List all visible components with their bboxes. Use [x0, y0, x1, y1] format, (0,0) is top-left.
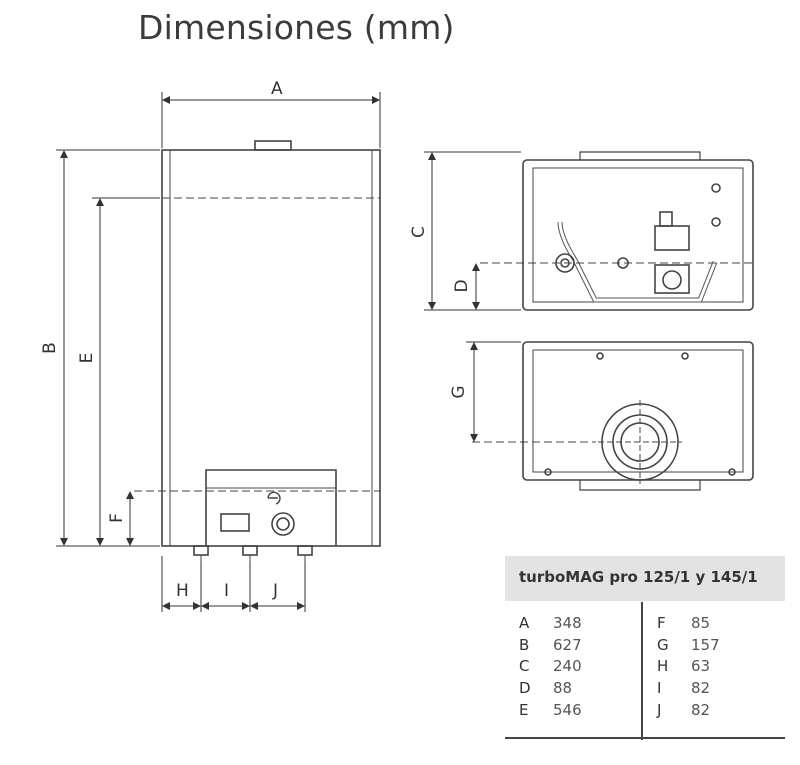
label-b: B: [40, 342, 60, 354]
row-key: D: [519, 679, 531, 697]
label-d: D: [452, 279, 472, 292]
row-value: 157: [691, 636, 720, 654]
gas-symbol-icon: [267, 491, 281, 505]
connection-j: [297, 545, 313, 556]
row-value: 348: [553, 614, 582, 632]
gas-valve: [654, 225, 690, 251]
row-value: 240: [553, 657, 582, 675]
dimensions-table: turboMAG pro 125/1 y 145/1 A 348 B 627 C…: [505, 556, 785, 740]
row-value: 82: [691, 679, 711, 697]
label-e: E: [77, 353, 97, 364]
connection-h: [193, 545, 209, 556]
row-key: B: [519, 636, 530, 654]
label-i: I: [224, 581, 229, 601]
bottom-view-outline: [522, 341, 754, 481]
display-window: [220, 513, 250, 532]
front-body-outline: [161, 149, 381, 547]
label-j: J: [272, 581, 278, 601]
control-knob: [271, 512, 295, 536]
connection-i: [242, 545, 258, 556]
table-title: turboMAG pro 125/1 y 145/1: [519, 568, 758, 586]
row-value: 63: [691, 657, 711, 675]
page-title: Dimensiones (mm): [138, 8, 455, 47]
row-value: 82: [691, 701, 711, 719]
flue-stub: [254, 140, 292, 151]
control-panel: [205, 469, 337, 546]
row-key: A: [519, 614, 530, 632]
table-divider: [641, 602, 643, 740]
row-key: J: [657, 701, 662, 719]
top-view-outline: [522, 159, 754, 311]
top-view: [480, 151, 754, 311]
label-h: H: [176, 581, 189, 601]
row-key: I: [657, 679, 662, 697]
front-view: [134, 140, 381, 562]
row-key: E: [519, 701, 529, 719]
row-value: 627: [553, 636, 582, 654]
label-g: G: [449, 385, 469, 398]
label-a: A: [271, 79, 283, 99]
row-key: C: [519, 657, 530, 675]
row-value: 85: [691, 614, 711, 632]
row-value: 88: [553, 679, 573, 697]
row-value: 546: [553, 701, 582, 719]
label-c: C: [409, 226, 429, 238]
row-key: G: [657, 636, 669, 654]
table-bottom-rule: [505, 737, 785, 739]
label-f: F: [107, 513, 127, 523]
table-header: turboMAG pro 125/1 y 145/1: [505, 556, 785, 601]
row-key: H: [657, 657, 669, 675]
bottom-view: [472, 341, 754, 491]
row-key: F: [657, 614, 666, 632]
